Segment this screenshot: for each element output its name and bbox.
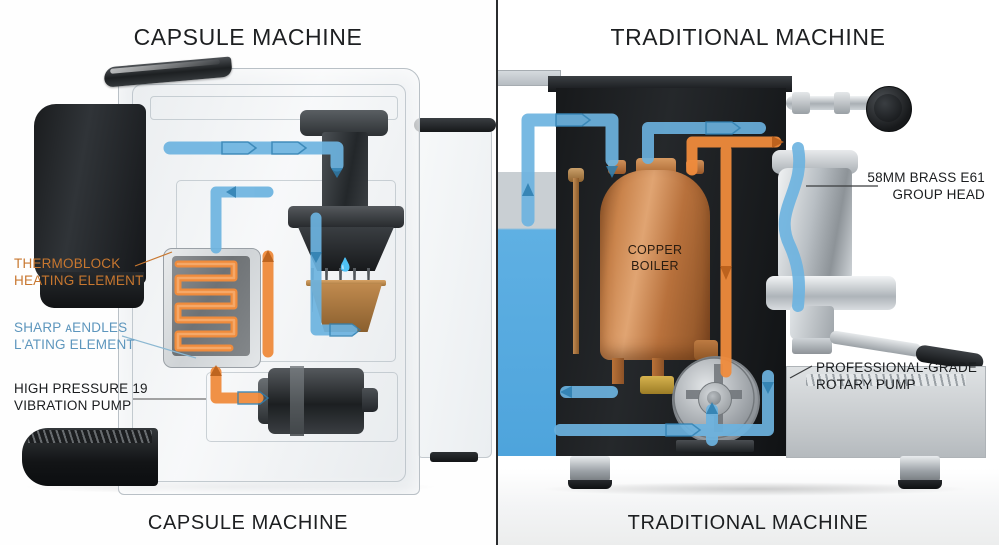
capsule-water-tank-foot [430,452,478,462]
copper-boiler-label: COPPER BOILER [600,242,710,274]
callout-group-head-line1: 58MM BRASS E61 [867,170,985,185]
callout-vibration-pump-line2: VIBRATION PUMP [14,397,132,413]
vibration-pump-band [290,366,304,436]
rotary-pump-motor-mount [694,340,718,360]
vibration-pump-body [268,368,364,434]
callout-heating-element-line1: SHARP ᴀENDLES [14,320,128,335]
boiler-outlet-left [612,358,624,384]
capsule-internal-duct-top [150,96,398,120]
panel-divider [496,0,498,545]
capsule-water-tank [418,126,492,458]
machine-foot [900,456,940,484]
capsule-head-top [300,110,388,136]
callout-thermoblock: THERMOBLOCK HEATING ELEMENT [14,256,144,289]
steam-wand-nut-left [792,92,810,114]
callout-thermoblock-line2: HEATING ELEMENT [14,272,144,288]
vibration-pump-outlet [362,388,378,412]
group-head-neck [790,306,834,340]
traditional-machine-shadow [540,482,970,496]
capsule-water-tank-lid [414,118,496,132]
left-panel-caption: CAPSULE MACHINE [147,512,349,534]
callout-group-head: 58MM BRASS E61 GROUP HEAD [759,170,985,203]
callout-rotary-pump: PROFESSIONAL-GRADE ROTARY PUMP [816,360,977,393]
right-panel-caption: TRADITIONAL MACHINE [627,512,869,534]
traditional-water-reservoir [497,172,559,456]
rotary-pump-mount [676,440,754,452]
copper-boiler-label-line1: COPPER [627,243,683,257]
group-head-plate [766,276,896,310]
capsule-front-housing [34,104,146,284]
boiler-probe-rod [573,178,579,354]
capsule-head-column [322,132,368,210]
steam-wand-nut-right [834,92,850,114]
callout-heating-element-line2: L'ATING ELEMENT [14,336,135,352]
boiler-port-left [608,160,626,174]
machine-foot [570,456,610,484]
callout-thermoblock-line1: THERMOBLOCK [14,256,121,271]
machine-foot-pad [898,480,942,489]
machine-foot-pad [568,480,612,489]
brass-fitting [640,376,674,394]
callout-heating-element: SHARP ᴀENDLES L'ATING ELEMENT [14,320,135,353]
callout-group-head-line2: GROUP HEAD [892,186,985,202]
boiler-port-right [686,160,704,174]
callout-rotary-pump-line1: PROFESSIONAL-GRADE [816,360,978,375]
capsule-lower-housing [40,272,144,308]
copper-boiler-label-line2: BOILER [631,259,679,273]
steam-valve-knob-ridge [874,94,902,122]
callout-rotary-pump-line2: ROTARY PUMP [816,376,916,392]
callout-vibration-pump: HIGH PRESSURE 19 VIBRATION PUMP [14,381,148,414]
rotary-pump-shaft [707,391,721,405]
water-drop-icon: 💧 [337,257,354,272]
right-panel-title: TRADITIONAL MACHINE [610,24,886,50]
capsule-head-flange [288,206,404,228]
traditional-drip-tray-grill [806,374,966,386]
left-panel-title: CAPSULE MACHINE [133,24,363,50]
capsule-drip-tray-grill [28,430,152,443]
callout-vibration-pump-line1: HIGH PRESSURE 19 [14,381,148,396]
group-head-basket [792,338,832,354]
thermoblock-heating-coil [174,260,238,352]
